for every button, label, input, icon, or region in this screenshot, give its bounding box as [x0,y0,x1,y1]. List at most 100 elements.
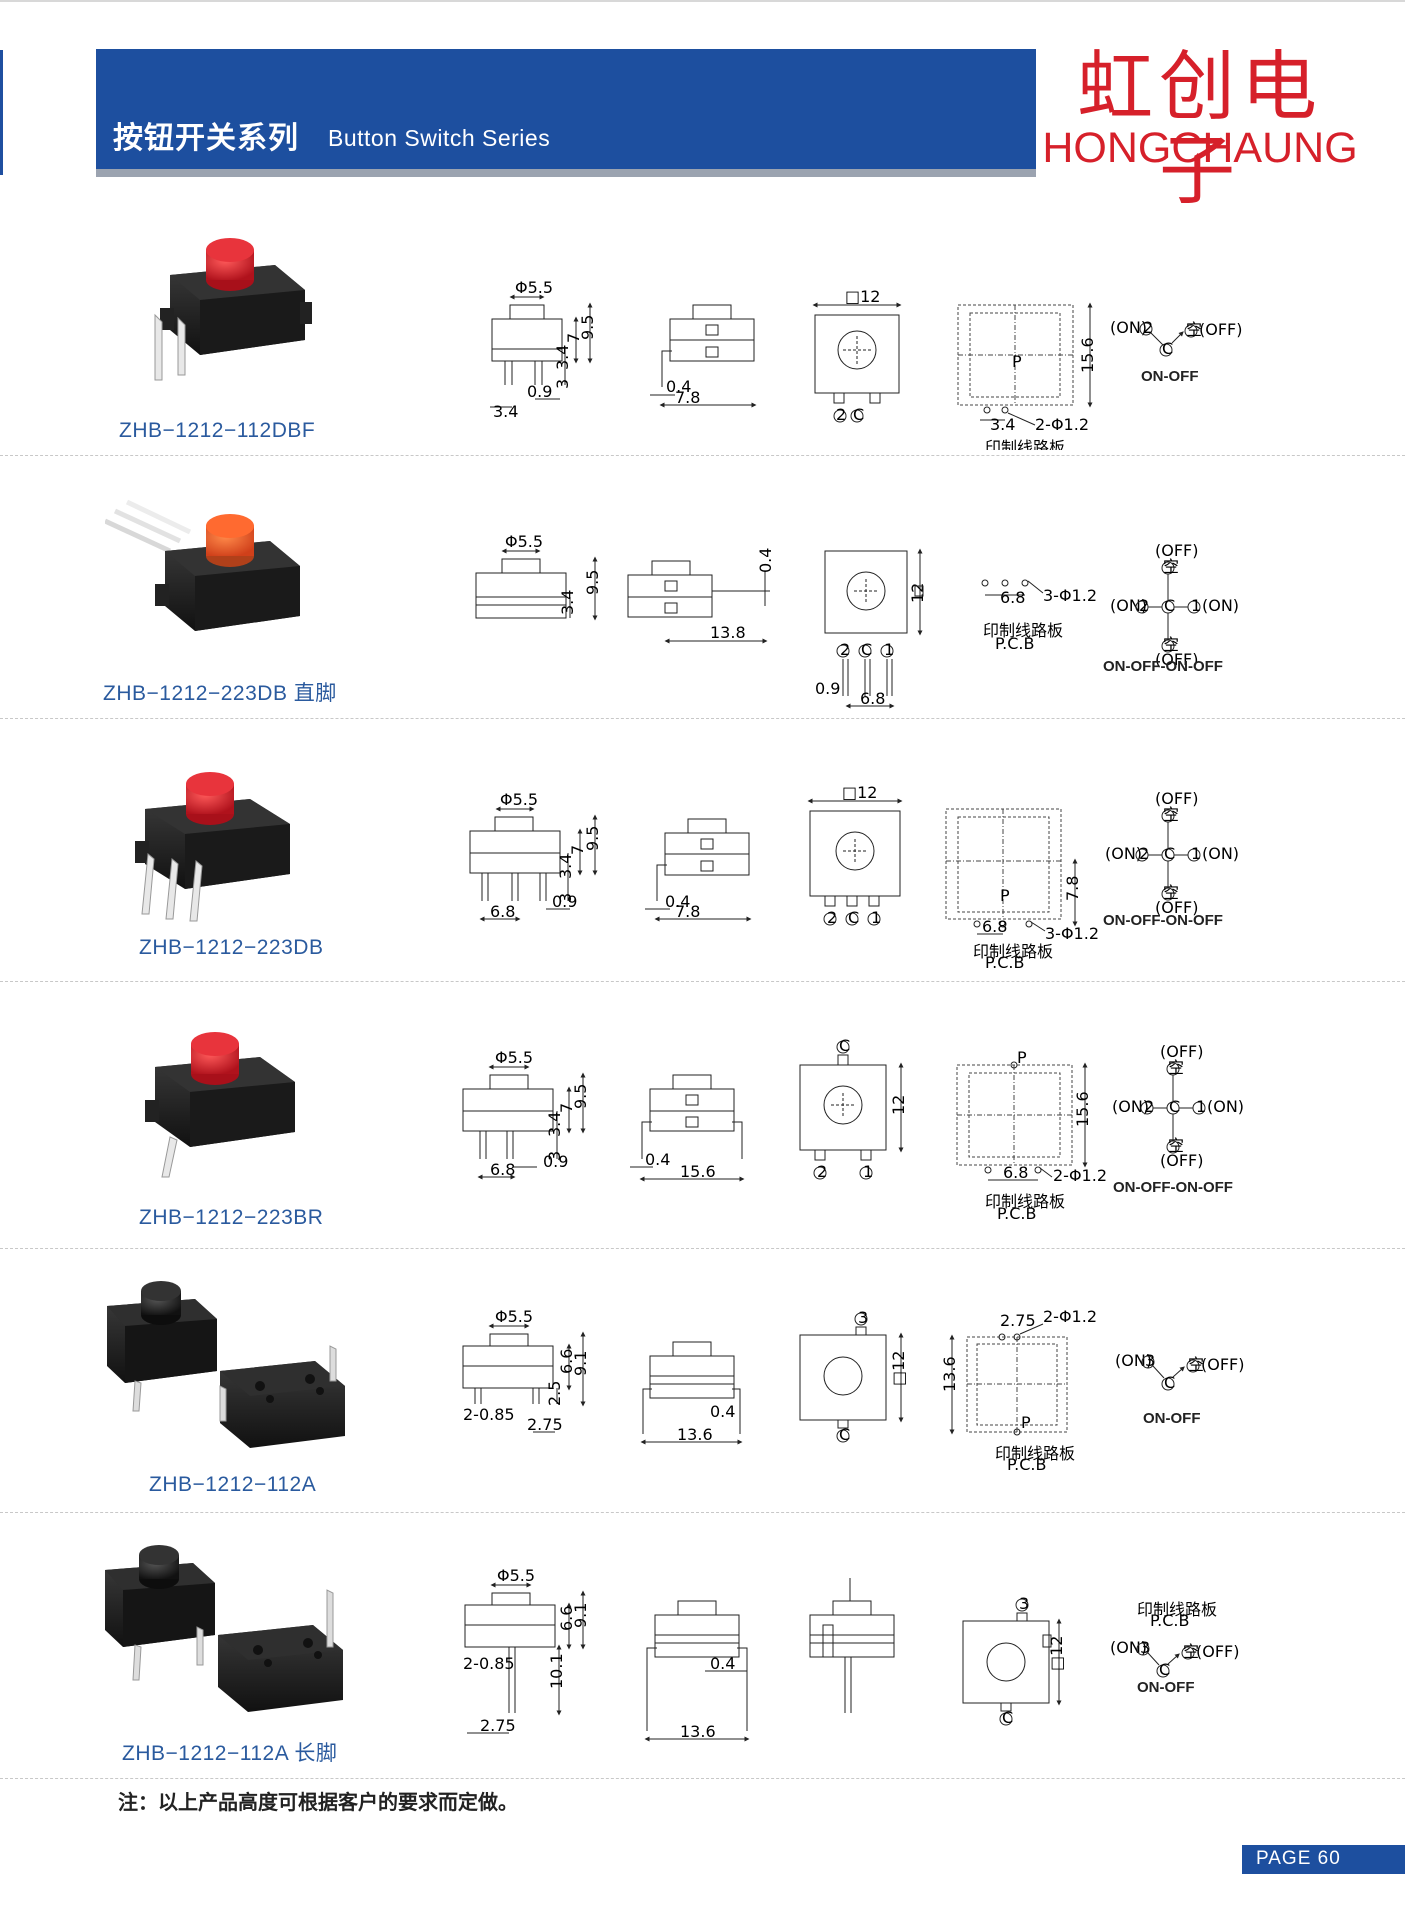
svg-text:3: 3 [1140,1638,1150,1657]
contact-diagram: (ON) 2 C 空 (OFF) [1110,318,1242,358]
svg-text:6.8: 6.8 [1000,588,1025,607]
svg-text:印制线路板: 印制线路板 [1137,1600,1217,1619]
series-title-cn: 按钮开关系列 [113,121,299,156]
svg-text:(ON): (ON) [1207,1097,1244,1116]
model-name: ZHB−1212−112A [149,1473,317,1496]
footnote: 注：以上产品高度可根据客户的要求而定做。 [118,1790,518,1814]
svg-text:C: C [861,640,872,659]
svg-text:15.6: 15.6 [680,1162,716,1181]
svg-text:0.9: 0.9 [815,679,840,698]
technical-drawing: Φ5.5 9.5 7 3.4 3 3.4 0.9 0.4 7.8 [490,278,1242,450]
svg-text:1: 1 [1196,1097,1206,1116]
top-view: □12 2 C 1 [807,783,903,927]
product-photo [105,1545,343,1712]
svg-text:7: 7 [557,1103,576,1113]
page-number-badge: PAGE 60 [1242,1845,1405,1874]
pcb-view: 6.8 3-Φ1.2 印制线路板 P.C.B [981,579,1097,653]
top-border-line [0,0,1405,2]
front-view: Φ5.5 9.5 7 3.4 3 6.8 0.9 [462,1048,590,1180]
contact-diagram: (OFF) 空 (ON) 2 C 1 (ON) 空 (OFF) [1110,541,1239,669]
left-edge-mark [0,50,3,175]
svg-text:P: P [1012,352,1022,371]
svg-text:空: 空 [1163,883,1179,902]
technical-drawing: Φ5.5 9.1 6.6 2.5 2-0.85 2.75 0.4 13.6 3 [462,1307,1244,1474]
product-row-3: ZHB−1212−223DB Φ5.5 9.5 7 3.4 3 6.8 0.9 [0,719,1405,981]
side-view: 0.4 7.8 [650,304,757,408]
svg-text:2: 2 [1144,1097,1154,1116]
svg-text:□12: □12 [1047,1636,1066,1671]
svg-text:C: C [839,1036,850,1055]
row-separator [0,718,1405,719]
svg-text:(OFF): (OFF) [1155,541,1198,560]
svg-text:3.4: 3.4 [553,345,572,370]
svg-text:P: P [1017,1048,1027,1067]
svg-text:空: 空 [1163,635,1179,654]
svg-text:1: 1 [863,1162,873,1181]
rear-view [809,1578,895,1713]
product-row-6: ZHB−1212−112A 长脚 Φ5.5 9.1 6.6 10.1 2-0.8… [0,1513,1405,1778]
svg-text:(ON): (ON) [1110,596,1147,615]
product-photo [107,1281,345,1448]
switch-type-label: ON-OFF-ON-OFF [1113,1179,1233,1196]
svg-text:13.6: 13.6 [680,1722,716,1741]
svg-text:□12: □12 [842,783,877,802]
svg-text:2: 2 [817,1162,827,1181]
svg-text:(ON): (ON) [1105,844,1142,863]
svg-text:印制线路板: 印制线路板 [973,942,1053,961]
svg-text:P: P [1000,886,1010,905]
side-view: 0.4 13.6 [640,1341,743,1445]
svg-text:印制线路板: 印制线路板 [983,621,1063,640]
svg-text:0.9: 0.9 [543,1152,568,1171]
svg-text:13.6: 13.6 [677,1425,713,1444]
svg-text:C: C [1164,596,1175,615]
row-separator [0,455,1405,456]
switch-type-label: ON-OFF [1141,368,1199,385]
svg-text:空: 空 [1163,557,1179,576]
svg-text:6.8: 6.8 [860,689,885,708]
product-row-5: ZHB−1212−112A Φ5.5 9.1 6.6 2.5 2-0.85 2.… [0,1249,1405,1512]
svg-text:2: 2 [827,908,837,927]
technical-drawing: Φ5.5 9.5 7 3.4 3 6.8 0.9 0.4 15.6 [462,1036,1244,1223]
svg-text:3.4: 3.4 [558,590,577,615]
pcb-view: P 15.6 3.4 2-Φ1.2 印制线路板 [957,302,1097,450]
svg-text:C: C [1164,844,1175,863]
svg-text:空: 空 [1183,1642,1199,1661]
svg-text:2-Φ1.2: 2-Φ1.2 [1035,415,1089,434]
svg-text:3: 3 [545,1151,564,1161]
svg-text:3.4: 3.4 [556,854,575,879]
svg-text:(OFF): (OFF) [1160,1042,1203,1061]
svg-text:P.C.B: P.C.B [997,1204,1036,1223]
svg-text:印制线路板: 印制线路板 [995,1444,1075,1463]
svg-text:6.8: 6.8 [490,1160,515,1179]
svg-text:0.4: 0.4 [665,892,690,911]
svg-text:Φ5.5: Φ5.5 [505,532,543,551]
svg-text:2.75: 2.75 [527,1415,563,1434]
svg-text:2: 2 [836,405,846,424]
svg-text:0.4: 0.4 [710,1654,735,1673]
svg-text:2: 2 [1139,596,1149,615]
svg-text:10.1: 10.1 [547,1653,566,1689]
svg-text:7.8: 7.8 [1063,876,1082,901]
technical-drawing: Φ5.5 9.5 3.4 0.4 13.8 12 [475,532,1239,709]
svg-text:C: C [1164,1373,1175,1392]
svg-text:印制线路板: 印制线路板 [985,438,1065,450]
svg-text:P.C.B: P.C.B [1007,1455,1046,1474]
svg-text:7.8: 7.8 [675,388,700,407]
brand-name-en: HONGCHAUNG [1042,124,1358,172]
svg-text:15.6: 15.6 [1078,337,1097,373]
front-view: Φ5.5 9.5 3.4 [475,532,602,621]
top-view: 12 2 C 1 0.9 6.8 [815,548,927,709]
page-number: PAGE 60 [1256,1848,1341,1869]
svg-text:空: 空 [1168,1136,1184,1155]
svg-text:(OFF): (OFF) [1199,320,1242,339]
svg-text:3: 3 [556,893,575,903]
svg-text:P: P [1021,1413,1031,1432]
svg-text:(ON): (ON) [1110,318,1147,337]
top-view: 3 C □12 [962,1594,1066,1727]
svg-text:7.8: 7.8 [675,902,700,921]
svg-text:P.C.B: P.C.B [1150,1611,1189,1630]
header-shadow [96,169,1036,177]
svg-text:0.4: 0.4 [666,377,691,396]
svg-text:3-Φ1.2: 3-Φ1.2 [1045,924,1099,943]
svg-text:12: 12 [908,583,927,603]
